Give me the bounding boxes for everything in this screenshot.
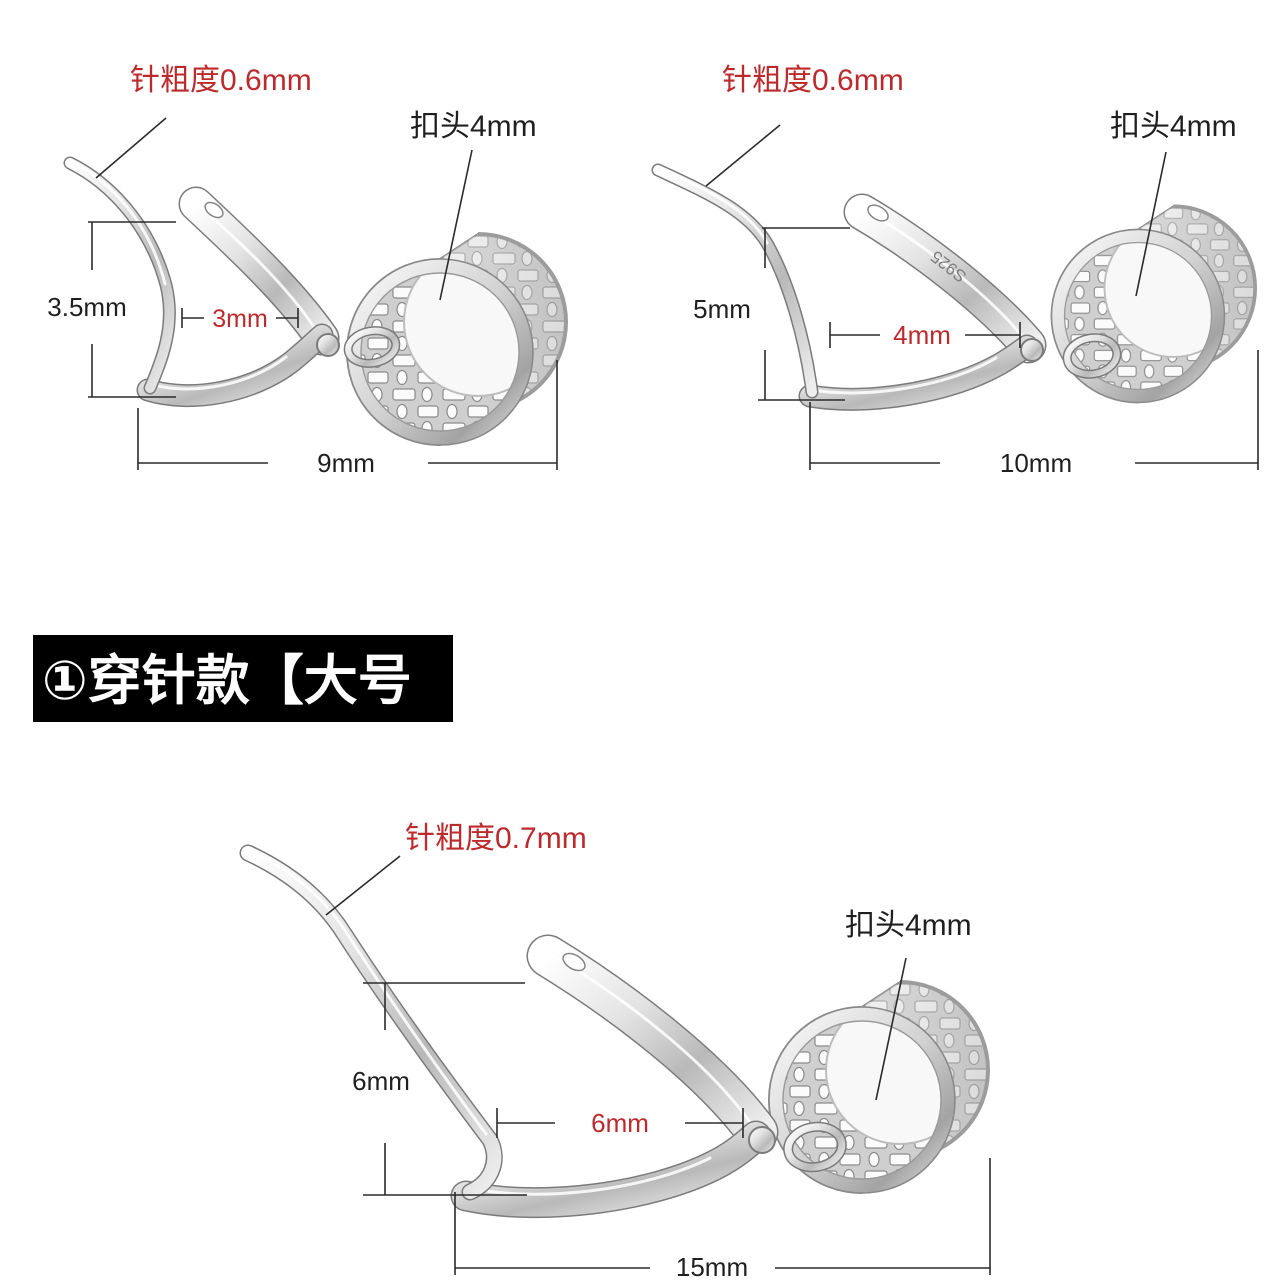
inner-gap-dimension-line <box>496 1108 744 1138</box>
inner-gap-dimension-label: 6mm <box>591 1108 649 1138</box>
connector-loop <box>343 326 401 368</box>
needle-pin <box>651 163 819 399</box>
buckle-leader-line <box>439 149 473 301</box>
clasp-base-band <box>798 334 1039 411</box>
inner-gap-dimension-line <box>181 308 299 328</box>
height-dimension-label: 5mm <box>693 294 751 324</box>
clasp-joint <box>316 333 340 357</box>
buckle-size-label: 扣头4mm <box>1110 110 1237 143</box>
tube-buckle <box>347 234 566 445</box>
section-banner-background <box>33 635 453 722</box>
clasp-base-band <box>136 323 334 408</box>
total-width-dimension-label: 9mm <box>317 448 375 478</box>
total-width-dimension-line <box>454 1158 991 1275</box>
needle-pin <box>63 156 176 395</box>
height-dimension-label: 3.5mm <box>47 292 126 322</box>
needle-thickness-label: 针粗度0.7mm <box>405 822 587 855</box>
buckle-size-label: 扣头4mm <box>410 110 537 143</box>
needle-thickness-label: 针粗度0.6mm <box>130 64 312 97</box>
plate-hole <box>867 204 889 222</box>
buckle-size-label: 扣头4mm <box>845 909 972 942</box>
connector-loop <box>783 1121 847 1173</box>
needle-leader-line <box>705 124 781 187</box>
height-dimension-line <box>363 982 527 1196</box>
inner-gap-dimension-label: 4mm <box>893 320 951 350</box>
product-right: S925 针粗度0.6mm 扣头4mm 5mm 4mm 10mm <box>651 64 1259 478</box>
buckle-leader-line <box>875 957 907 1101</box>
total-width-dimension-label: 15mm <box>676 1252 748 1280</box>
needle-pin <box>239 844 503 1201</box>
clasp-plate <box>526 934 779 1154</box>
plate-hole <box>562 952 586 972</box>
total-width-dimension-label: 10mm <box>1000 448 1072 478</box>
needle-leader-line <box>95 117 167 179</box>
inner-gap-dimension-line <box>829 322 1021 348</box>
needle-leader-line <box>325 855 401 916</box>
height-dimension-label: 6mm <box>352 1066 410 1096</box>
product-bottom: 针粗度0.7mm 扣头4mm 6mm 6mm 15mm <box>239 822 991 1280</box>
clasp-joint <box>748 1126 776 1154</box>
plate-hole <box>204 201 224 219</box>
clasp-plate <box>178 186 340 356</box>
section-banner: ①穿针款【大号 <box>33 635 453 722</box>
total-width-dimension-line <box>137 360 558 470</box>
needle-thickness-label: 针粗度0.6mm <box>722 64 904 97</box>
clasp-base-band <box>450 1120 772 1219</box>
section-banner-title: ①穿针款【大号 <box>42 649 412 712</box>
product-left: 针粗度0.6mm 扣头4mm 3.5mm 3mm 9mm <box>47 64 566 478</box>
connector-loop <box>1062 333 1122 379</box>
buckle-leader-line <box>1135 151 1167 297</box>
height-dimension-line <box>758 227 850 401</box>
total-width-dimension-line <box>809 350 1259 470</box>
inner-gap-dimension-label: 3mm <box>212 305 268 333</box>
height-dimension-line <box>88 221 176 398</box>
clasp-joint <box>1020 338 1044 362</box>
